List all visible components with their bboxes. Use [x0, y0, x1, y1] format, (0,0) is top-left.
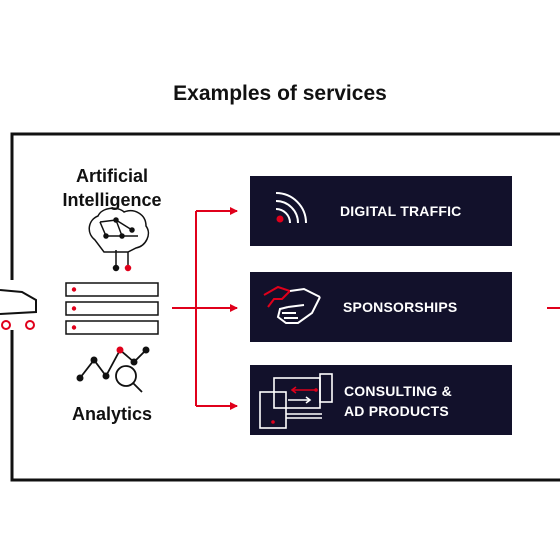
truck-icon: [0, 289, 37, 330]
service-label-line1: DIGITAL TRAFFIC: [340, 203, 462, 219]
service-label: SPONSORSHIPS: [343, 297, 457, 317]
devices-icon: [259, 373, 333, 429]
service-consulting-ad-products: CONSULTING & AD PRODUCTS: [250, 365, 512, 435]
handshake-icon: [263, 285, 321, 324]
service-sponsorships: SPONSORSHIPS: [250, 272, 512, 342]
brain-network-icon: [88, 207, 150, 272]
service-label-line1: CONSULTING &: [344, 383, 452, 399]
service-label-line1: SPONSORSHIPS: [343, 299, 458, 315]
service-label: DIGITAL TRAFFIC: [340, 201, 461, 221]
service-label-line2: AD PRODUCTS: [344, 403, 449, 419]
ai-label-line1: Artificial: [75, 166, 149, 186]
server-stack-icon: [65, 282, 159, 335]
service-label: CONSULTING & AD PRODUCTS: [344, 381, 452, 421]
analytics-label: Analytics: [71, 404, 153, 424]
analytics-chart-icon: [76, 346, 150, 393]
page-title: Examples of services: [173, 82, 387, 105]
flow-connectors: [172, 207, 238, 410]
outer-frame: [10, 132, 560, 482]
service-digital-traffic: DIGITAL TRAFFIC: [250, 176, 512, 246]
ai-label: Artificial Intelligence: [40, 164, 184, 212]
ai-label-line2: Intelligence: [62, 190, 162, 210]
signal-waves-icon: [275, 192, 307, 224]
